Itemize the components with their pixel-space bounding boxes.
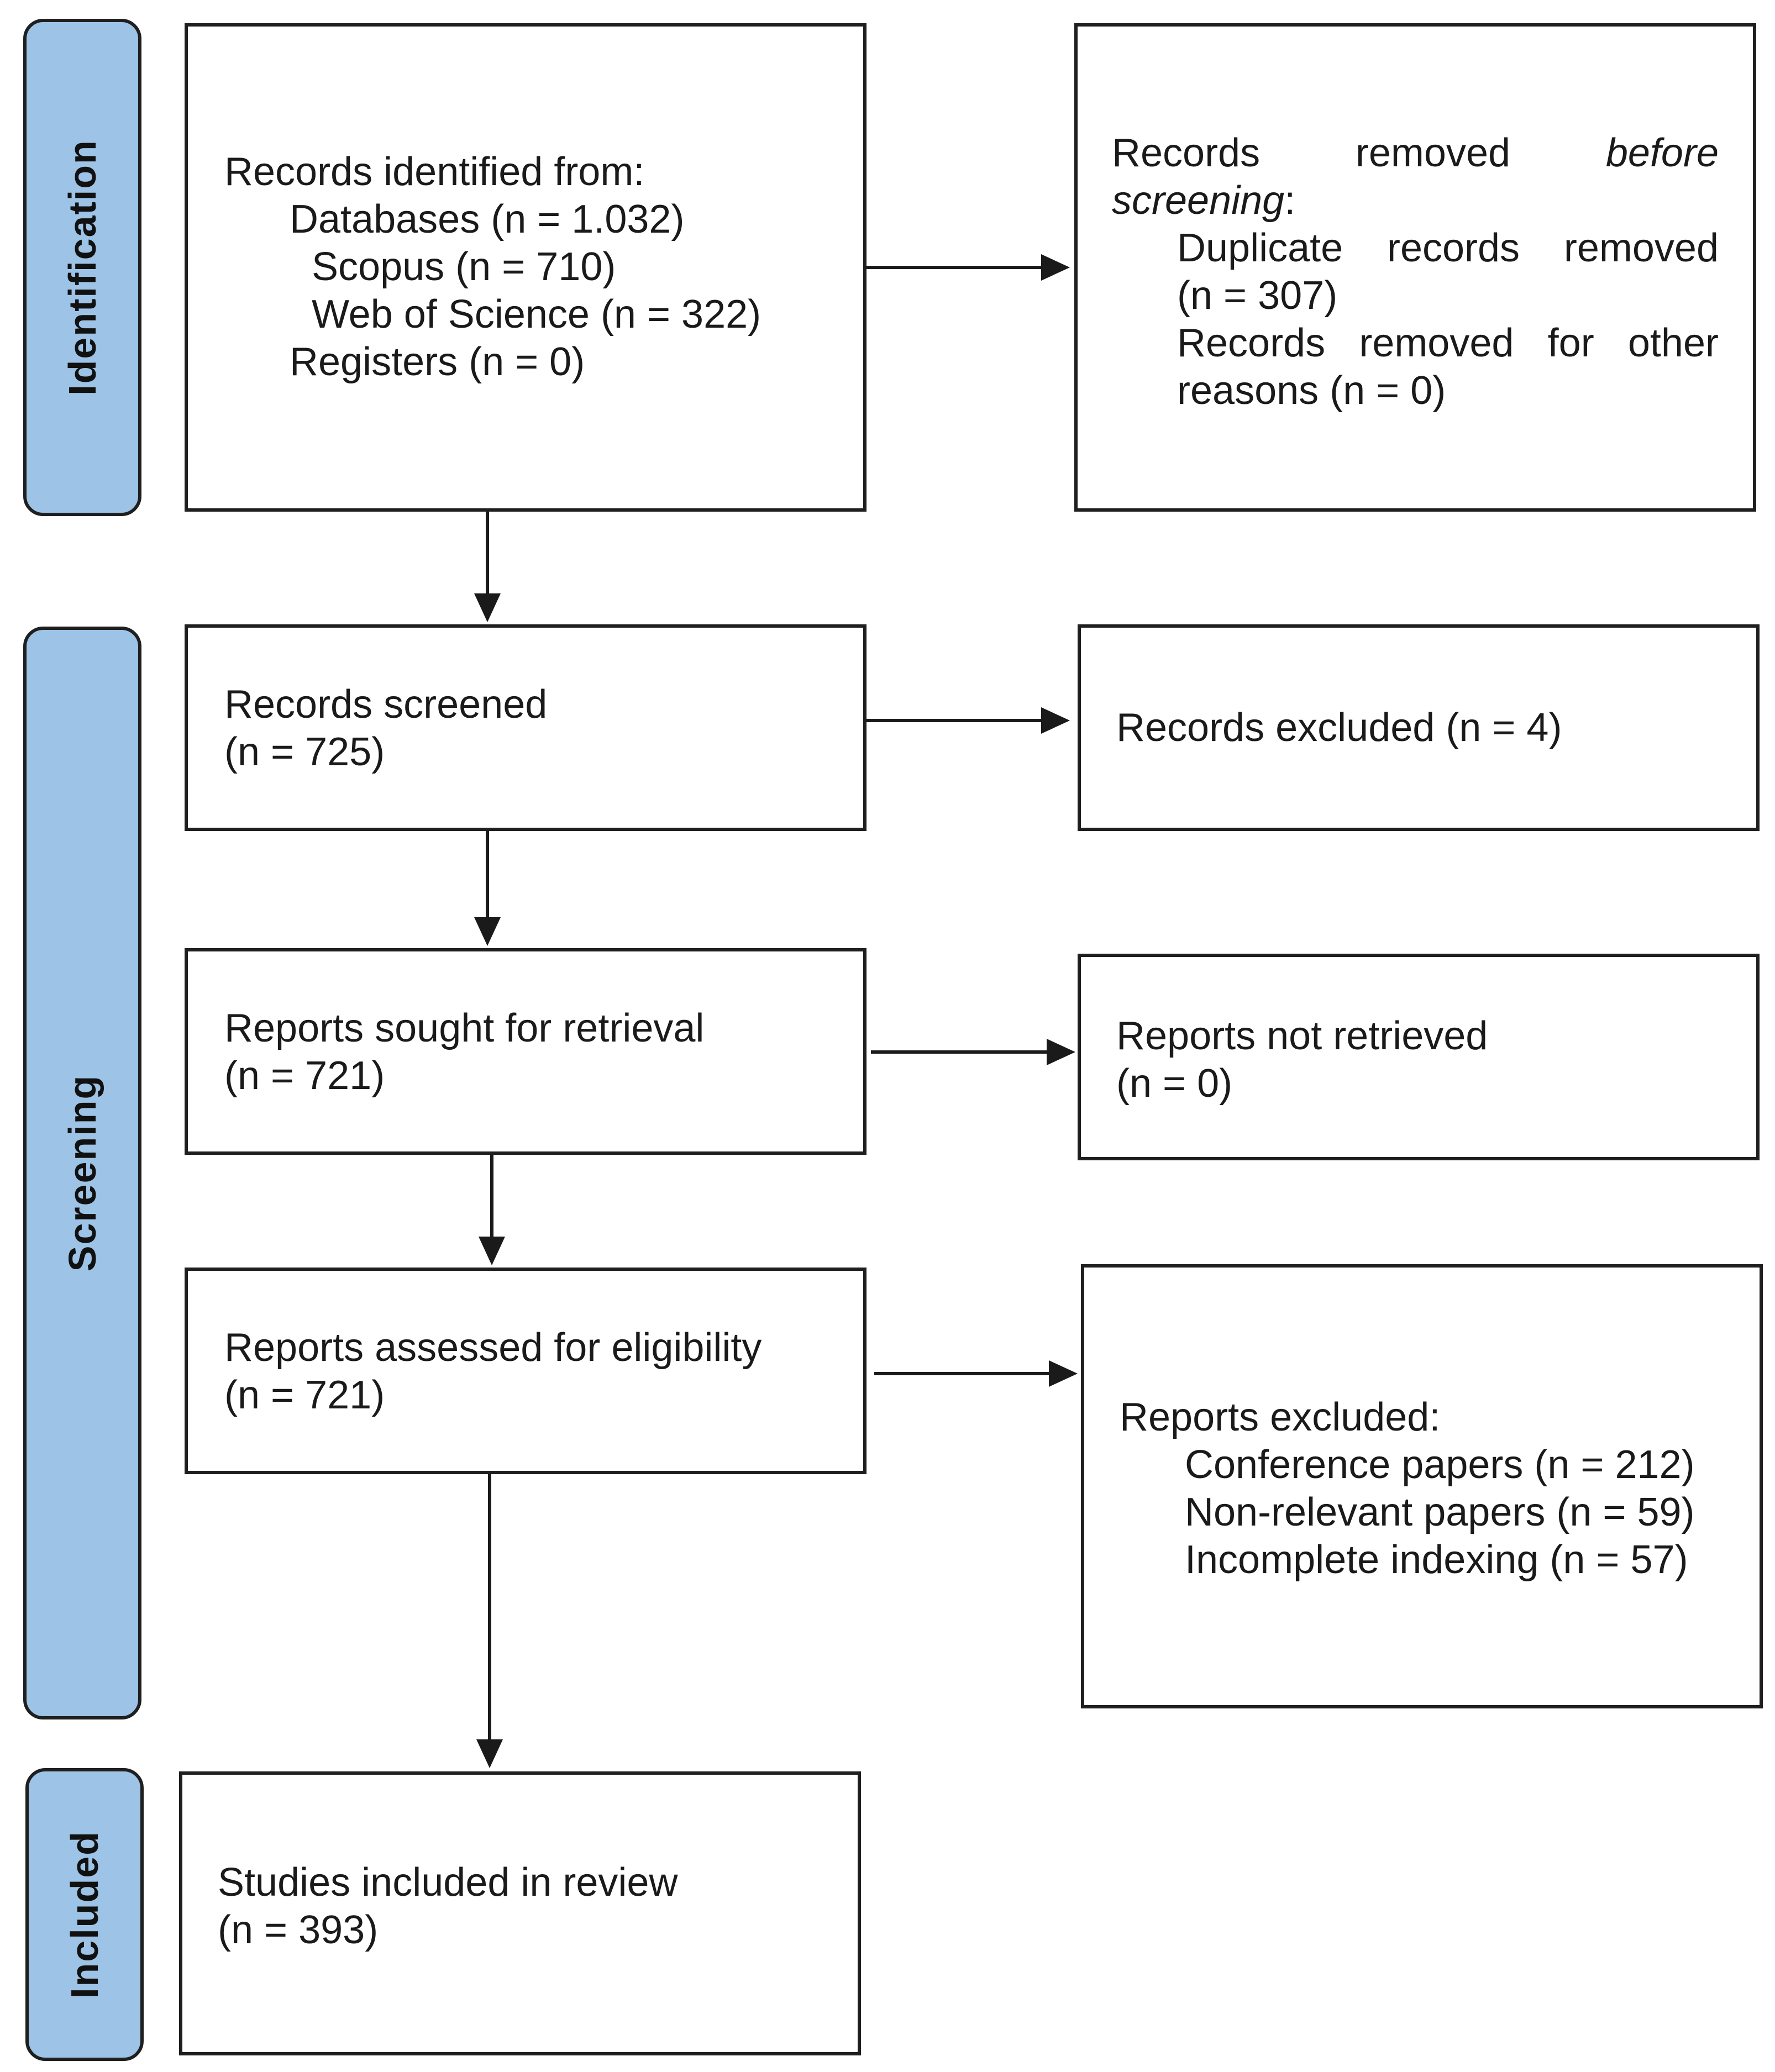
phase-included: Included — [25, 1768, 144, 2061]
included-label: Studies included in review — [218, 1860, 678, 1905]
not-retrieved-label: Reports not retrieved — [1116, 1014, 1488, 1058]
sought-label: Reports sought for retrieval — [224, 1006, 705, 1050]
duplicates-line: Duplicate records removed — [1177, 226, 1719, 270]
arrowhead-sought-to-assessed — [479, 1237, 505, 1265]
arrowhead-assessed-to-included — [476, 1739, 503, 1768]
arrowhead-sought-to-not-retrieved — [1047, 1039, 1075, 1065]
arrowhead-identified-to-removed — [1041, 254, 1070, 281]
studies-included-box: Studies included in review (n = 393) — [179, 1771, 861, 2055]
phase-screening: Screening — [23, 627, 141, 1719]
duplicates-count: (n = 307) — [1177, 274, 1338, 318]
excluded-conference-papers: Conference papers (n = 212) — [1185, 1443, 1695, 1487]
phase-identification-label: Identification — [61, 139, 104, 396]
phase-identification: Identification — [23, 19, 141, 516]
reports-assessed-box: Reports assessed for eligibility (n = 72… — [185, 1268, 867, 1474]
identified-heading: Records identified from: — [224, 150, 645, 194]
records-identified-box: Records identified from: Databases (n = … — [185, 23, 867, 512]
records-screened-box: Records screened (n = 725) — [185, 624, 867, 831]
reports-not-retrieved-box: Reports not retrieved (n = 0) — [1078, 954, 1760, 1160]
arrowhead-screened-to-sought — [474, 917, 501, 946]
not-retrieved-count: (n = 0) — [1116, 1061, 1233, 1106]
arrowhead-screened-to-excluded — [1041, 707, 1070, 734]
other-reasons-line: Records removed for other — [1177, 321, 1719, 365]
arrowhead-identified-to-screened — [474, 593, 501, 622]
identified-databases: Databases (n = 1.032) — [290, 197, 685, 241]
assessed-count: (n = 721) — [224, 1373, 385, 1417]
excluded-label: Records excluded (n = 4) — [1116, 706, 1562, 750]
sought-count: (n = 721) — [224, 1054, 385, 1098]
screened-count: (n = 725) — [224, 730, 385, 774]
identified-registers: Registers (n = 0) — [290, 340, 585, 384]
excluded-incomplete-indexing: Incomplete indexing (n = 57) — [1185, 1538, 1688, 1582]
reports-excluded-heading: Reports excluded: — [1120, 1395, 1441, 1439]
removed-line-1: Records removed before — [1112, 131, 1719, 175]
phase-included-label: Included — [63, 1831, 106, 1999]
arrowhead-assessed-to-reports-excluded — [1049, 1360, 1078, 1387]
included-count: (n = 393) — [218, 1908, 379, 1952]
other-reasons-count: reasons (n = 0) — [1177, 369, 1446, 413]
records-removed-box: Records removed before screening: Duplic… — [1074, 23, 1756, 512]
reports-excluded-box: Reports excluded: Conference papers (n =… — [1081, 1264, 1763, 1708]
excluded-non-relevant-papers: Non-relevant papers (n = 59) — [1185, 1490, 1695, 1534]
reports-sought-box: Reports sought for retrieval (n = 721) — [185, 948, 867, 1155]
screened-label: Records screened — [224, 682, 548, 727]
identified-scopus: Scopus (n = 710) — [312, 245, 616, 289]
records-excluded-box: Records excluded (n = 4) — [1078, 624, 1760, 831]
assessed-label: Reports assessed for eligibility — [224, 1326, 762, 1370]
removed-line-2: screening: — [1112, 178, 1296, 223]
phase-screening-label: Screening — [61, 1074, 104, 1272]
identified-web-of-science: Web of Science (n = 322) — [312, 292, 762, 336]
